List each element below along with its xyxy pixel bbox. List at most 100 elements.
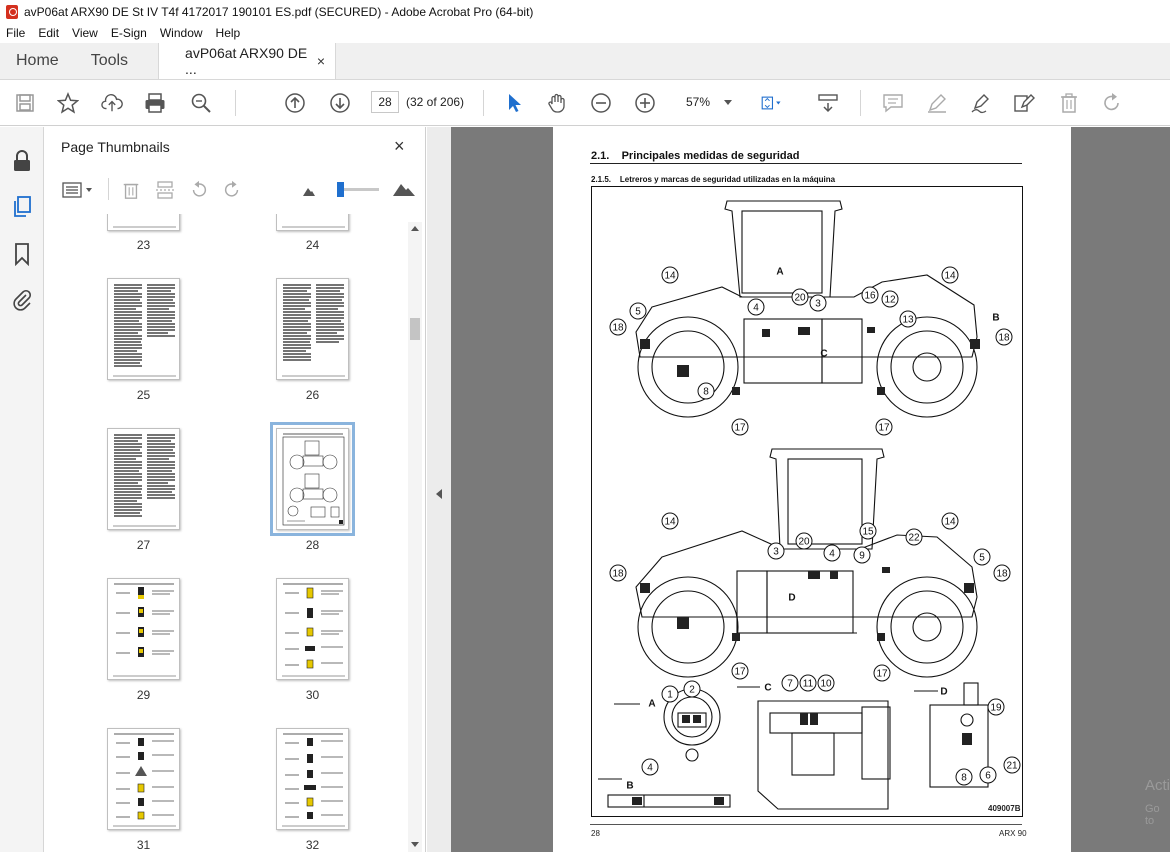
thumbnail-size-slider[interactable]: [337, 182, 379, 197]
edit-pdf-icon[interactable]: [1013, 92, 1035, 114]
tab-tools[interactable]: Tools: [90, 52, 129, 69]
thumbnail-page-24[interactable]: [276, 214, 349, 231]
panel-collapse-strip[interactable]: [427, 127, 451, 852]
thumbnail-page-31[interactable]: [107, 728, 180, 830]
thumbnail-label: 30: [305, 688, 320, 702]
svg-text:12: 12: [884, 295, 896, 306]
hand-tool-icon[interactable]: [546, 92, 568, 114]
menu-edit[interactable]: Edit: [38, 26, 60, 40]
thumbnail-scrollbar[interactable]: [408, 222, 422, 852]
thumbnail-page-30[interactable]: [276, 578, 349, 680]
collapse-panel-arrow-icon[interactable]: [436, 489, 442, 499]
detail-callout-1: 1: [661, 685, 679, 703]
callout-bottom-18: 18: [609, 564, 627, 582]
zoom-level[interactable]: 57%: [686, 95, 711, 109]
previous-page-icon[interactable]: [284, 92, 306, 114]
slider-handle[interactable]: [337, 182, 344, 197]
detail-callout-11: 11: [799, 674, 817, 692]
callout-bottom-18: 18: [993, 564, 1011, 582]
thumbnail-smaller-icon[interactable]: [298, 180, 320, 202]
detail-callout-10: 10: [817, 674, 835, 692]
watermark-subtext: Go to: [1145, 803, 1160, 827]
menu-help[interactable]: Help: [215, 26, 241, 40]
thumbnail-page-25[interactable]: [107, 278, 180, 380]
svg-text:21: 21: [1006, 761, 1018, 772]
panel-close-icon[interactable]: ×: [394, 136, 405, 156]
thumbnail-larger-icon[interactable]: [392, 178, 416, 200]
menu-view[interactable]: View: [72, 26, 98, 40]
menu-esign[interactable]: E-Sign: [110, 26, 147, 40]
callout-top-16: 16: [861, 286, 879, 304]
callout-top-C: C: [820, 349, 827, 360]
detail-label-B: B: [626, 781, 633, 792]
save-icon[interactable]: [14, 92, 36, 114]
detail-label-C: C: [764, 683, 771, 694]
svg-text:14: 14: [944, 271, 956, 282]
lock-icon[interactable]: [10, 149, 34, 173]
detail-c-drawing: [737, 686, 891, 810]
next-page-icon[interactable]: [329, 92, 351, 114]
svg-text:20: 20: [798, 537, 810, 548]
thumbnail-page-32[interactable]: [276, 728, 349, 830]
thumbnail-page-26[interactable]: [276, 278, 349, 380]
rotate-clockwise-icon[interactable]: [221, 179, 243, 201]
callout-top-B: B: [992, 313, 999, 324]
extract-pages-icon[interactable]: [154, 179, 176, 201]
redo-icon[interactable]: [1101, 92, 1123, 114]
menu-file[interactable]: File: [6, 26, 26, 40]
zoom-search-icon[interactable]: [190, 92, 212, 114]
scroll-up-icon[interactable]: [411, 226, 419, 231]
callout-top-20: 20: [791, 288, 809, 306]
top-machine-drawing: [635, 200, 978, 418]
rotate-counterclockwise-icon[interactable]: [188, 179, 210, 201]
pdf-page: 2.1. Principales medidas de seguridad 2.…: [553, 127, 1071, 852]
svg-text:8: 8: [961, 773, 967, 784]
tab-home[interactable]: Home: [16, 52, 59, 69]
svg-text:17: 17: [734, 423, 746, 434]
zoom-dropdown-icon[interactable]: [724, 100, 732, 105]
page-number-input[interactable]: 28: [371, 91, 399, 113]
window-title: avP06at ARX90 DE St IV T4f 4172017 19010…: [24, 4, 534, 19]
svg-text:6: 6: [985, 771, 991, 782]
zoom-in-icon[interactable]: [634, 92, 656, 114]
footer-page-number: 28: [591, 829, 600, 838]
thumbnail-page-27[interactable]: [107, 428, 180, 530]
bookmark-star-icon[interactable]: [57, 92, 79, 114]
tab-document[interactable]: avP06at ARX90 DE ... ×: [158, 43, 337, 79]
delete-page-icon[interactable]: [120, 179, 142, 201]
document-viewer[interactable]: 2.1. Principales medidas de seguridad 2.…: [451, 127, 1170, 852]
detail-callout-21: 21: [1003, 756, 1021, 774]
footer-model: ARX 90: [999, 829, 1027, 838]
highlight-pen-icon[interactable]: [926, 92, 948, 114]
upload-cloud-icon[interactable]: [101, 92, 123, 114]
options-menu-icon[interactable]: [61, 179, 95, 201]
sign-pen-icon[interactable]: [970, 92, 992, 114]
page-thumbnails-panel: Page Thumbnails ×: [45, 127, 426, 852]
bottom-machine-drawing: [635, 448, 978, 678]
menu-window[interactable]: Window: [159, 26, 203, 40]
thumbnail-page-29[interactable]: [107, 578, 180, 680]
detail-callout-19: 19: [987, 698, 1005, 716]
callout-bottom-22: 22: [905, 528, 923, 546]
svg-text:3: 3: [773, 547, 779, 558]
bookmarks-icon[interactable]: [10, 242, 34, 266]
thumbnail-page-28-selected[interactable]: [270, 422, 355, 536]
comment-icon[interactable]: [882, 92, 904, 114]
attachments-paperclip-icon[interactable]: [10, 287, 34, 311]
thumbnail-page-23[interactable]: [107, 214, 180, 231]
delete-trash-icon[interactable]: [1058, 92, 1080, 114]
section-title: 2.1. Principales medidas de seguridad: [591, 150, 800, 162]
fit-page-icon[interactable]: [760, 92, 782, 114]
thumbnail-label: 29: [136, 688, 151, 702]
tab-close-icon[interactable]: ×: [316, 53, 326, 69]
page-thumbnails-icon[interactable]: [10, 195, 34, 219]
svg-text:17: 17: [878, 423, 890, 434]
scrolling-mode-icon[interactable]: [817, 92, 839, 114]
callout-bottom-D: D: [788, 593, 795, 604]
scrollbar-thumb[interactable]: [410, 318, 420, 340]
zoom-out-icon[interactable]: [590, 92, 612, 114]
select-cursor-icon[interactable]: [503, 92, 525, 114]
print-icon[interactable]: [144, 92, 166, 114]
scroll-down-icon[interactable]: [411, 842, 419, 847]
